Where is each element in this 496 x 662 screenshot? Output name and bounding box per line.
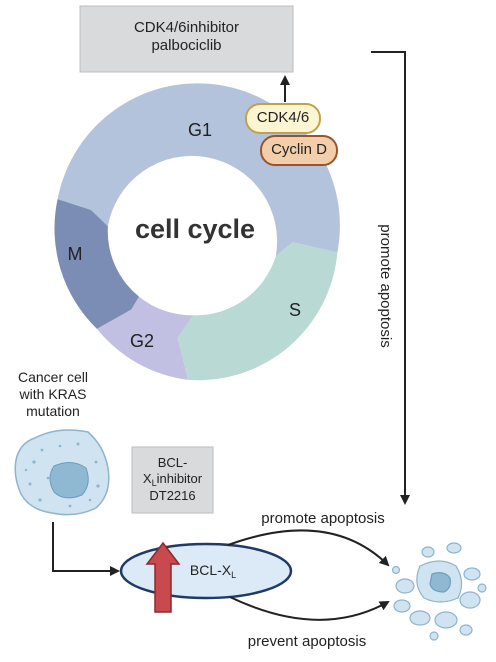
bcl-inhibitor-box bbox=[131, 446, 214, 514]
cyclin-d-pill bbox=[260, 135, 338, 166]
bcl-xl-sub: L bbox=[231, 570, 237, 580]
cdk46-label: CDK4/6 bbox=[256, 109, 310, 126]
cancer-cell-line3: mutation bbox=[26, 402, 80, 419]
cell-to-bcl-arrow bbox=[52, 522, 120, 576]
cancer-cell-icon bbox=[14, 429, 110, 516]
m-phase-segment bbox=[54, 199, 139, 329]
prevent-apoptosis-curve-arrow bbox=[229, 596, 390, 621]
s-phase-segment bbox=[177, 242, 338, 381]
cdk46-pill bbox=[245, 103, 321, 134]
cancer-cell-line1: Cancer cell bbox=[17, 369, 89, 385]
bcl-inhibitor-line2: XLinhibitor bbox=[132, 471, 213, 489]
bcl-xl-main: BCL-X bbox=[189, 562, 232, 578]
g2-phase-label: G2 bbox=[129, 331, 154, 351]
promote-apoptosis-curve-arrow bbox=[227, 529, 390, 567]
bcl-inhibitor-line3: DT2216 bbox=[149, 488, 196, 504]
cyclin-d-label: Cyclin D bbox=[271, 141, 327, 158]
cancer-cell-line2: with KRAS bbox=[19, 385, 87, 402]
bcl-inhibitor-rest: inhibitor bbox=[156, 470, 203, 486]
cdk-inhibitor-line1: CDK4/6inhibitor bbox=[133, 19, 240, 36]
apoptotic-cell-icon bbox=[391, 542, 487, 641]
cell-cycle-title: cell cycle bbox=[134, 214, 256, 244]
side-promote-apoptosis-label: promote apoptosis bbox=[377, 224, 394, 348]
bcl-inhibitor-x: X bbox=[142, 470, 152, 486]
bcl-xl-label: BCL-XL bbox=[178, 562, 248, 581]
s-phase-label: S bbox=[288, 300, 301, 320]
cancer-cell-caption: Cancer cell with KRAS mutation bbox=[3, 369, 103, 419]
promote-apoptosis-label: promote apoptosis bbox=[261, 510, 385, 527]
promote-apoptosis-side-arrow bbox=[371, 51, 410, 505]
bcl-inhibitor-line1: BCL- bbox=[157, 455, 188, 470]
g2-phase-segment bbox=[96, 296, 193, 380]
upregulation-arrow-icon bbox=[145, 541, 181, 613]
bcl-inhibitor-sub: L bbox=[151, 477, 157, 488]
cdk-inhibitor-box bbox=[79, 5, 294, 73]
m-phase-label: M bbox=[67, 244, 83, 264]
prevent-apoptosis-label: prevent apoptosis bbox=[247, 633, 367, 650]
cdk-inhibitor-line2: palbociclib bbox=[151, 37, 222, 54]
g1-phase-label: G1 bbox=[187, 120, 212, 140]
bcl-inhibitor-label: BCL- XLinhibitor DT2216 bbox=[132, 455, 213, 504]
cdk-inhibitor-label: CDK4/6inhibitor palbociclib bbox=[80, 19, 293, 55]
